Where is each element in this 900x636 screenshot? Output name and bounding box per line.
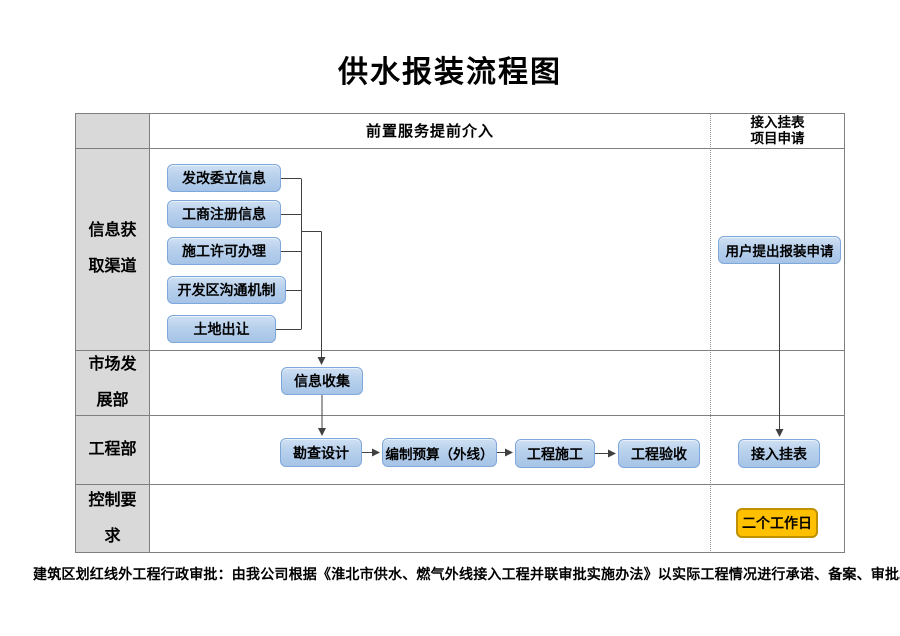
- row-label-info-channels: 信息获取渠道: [88, 222, 137, 275]
- header-meter-application: 接入挂表 项目申请: [750, 114, 805, 146]
- node-project-construction: 工程施工: [515, 439, 595, 468]
- table-outer-border: [75, 113, 845, 553]
- node-land-transfer: 土地出让: [167, 315, 276, 343]
- header-advance-service: 前置服务提前介入: [365, 124, 494, 140]
- node-construction-permit: 施工许可办理: [167, 237, 281, 265]
- section-divider-dotted: [710, 113, 711, 553]
- row-label-column: [75, 113, 150, 553]
- node-meter-connection: 接入挂表: [738, 439, 820, 468]
- node-ndrc-project-info: 发改委立信息: [167, 164, 281, 192]
- node-user-application: 用户提出报装申请: [718, 236, 841, 264]
- row-divider: [75, 484, 845, 485]
- row-divider: [75, 350, 845, 351]
- page-title: 供水报装流程图: [338, 56, 562, 89]
- row-label-control-requirement: 控制要求: [88, 491, 137, 545]
- node-devzone-communication: 开发区沟通机制: [167, 276, 286, 304]
- row-divider: [75, 148, 845, 149]
- row-label-engineering-dept: 工程部: [88, 440, 137, 458]
- node-survey-design: 勘查设计: [280, 438, 362, 467]
- row-divider: [75, 415, 845, 416]
- node-business-registration-info: 工商注册信息: [167, 200, 281, 228]
- row-label-market-dept: 市场发展部: [88, 355, 137, 409]
- node-project-acceptance: 工程验收: [618, 439, 700, 468]
- footnote-text: 建筑区划红线外工程行政审批：由我公司根据《淮北市供水、燃气外线接入工程并联审批实…: [33, 568, 900, 583]
- badge-two-working-days: 二个工作日: [736, 508, 818, 538]
- node-budget-preparation: 编制预算（外线）: [382, 438, 497, 467]
- node-info-collection: 信息收集: [281, 367, 363, 395]
